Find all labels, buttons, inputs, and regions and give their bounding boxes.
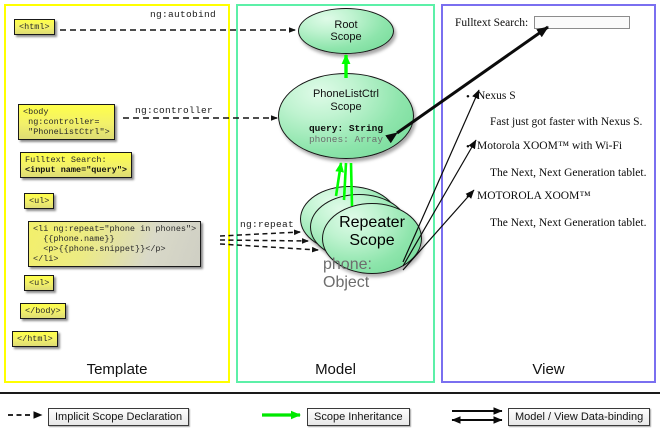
view-phone-snippet-0: Fast just got faster with Nexus S. (490, 116, 643, 128)
view-search-row: Fulltext Search: (455, 16, 631, 29)
scope-repeater-title-1: Repeater (339, 214, 405, 231)
scope-ctrl-title-2: Scope (330, 100, 362, 113)
bullet-icon: • (466, 191, 470, 203)
code-box-html-close: </html> (12, 331, 58, 347)
connector-label-controller: ng:controller (135, 105, 214, 116)
code-box-body-close: </body> (20, 303, 66, 319)
code-box-body-open: <body ng:controller= "PhoneListCtrl"> (18, 104, 115, 140)
scope-repeater-title-2: Scope (349, 232, 395, 249)
scope-phonelistctrl: PhoneListCtrl Scope query: String phones… (278, 73, 414, 159)
code-box-ul-open: <ul> (24, 193, 55, 209)
scope-root-title-2: Scope (330, 31, 362, 43)
view-rendered-app: Fulltext Search: • Nexus S Fast just got… (449, 12, 649, 232)
view-search-input[interactable] (534, 16, 631, 29)
scope-ctrl-title-1: PhoneListCtrl (312, 88, 380, 100)
view-phone-name-text-0: Nexus S (477, 90, 516, 102)
scope-root: Root Scope (298, 8, 394, 54)
code-box-html-open: <html> (14, 19, 55, 35)
view-phone-name-1: • Motorola XOOM™ with Wi-Fi (466, 140, 623, 153)
view-phone-snippet-1: The Next, Next Generation tablet. (490, 167, 647, 179)
code-box-li-repeat: <li ng:repeat="phone in phones"> {{phone… (28, 221, 202, 267)
panel-label-view: View (532, 361, 565, 378)
scope-repeater-stack: Repeater Scope phone: Object (300, 186, 422, 291)
legend-label-scope-inheritance: Scope Inheritance (307, 408, 410, 426)
legend-divider (0, 392, 660, 394)
scope-repeater-field-phone: phone: Object (323, 256, 372, 291)
view-phone-name-2: • MOTOROLA XOOM™ (466, 190, 591, 203)
code-box-search-input: Fulltext Search: <input name="query"> (20, 152, 133, 178)
scope-root-title-1: Root (334, 18, 358, 31)
view-phone-name-text-1: Motorola XOOM™ with Wi-Fi (477, 140, 623, 152)
bullet-icon: • (466, 141, 470, 153)
legend-label-data-binding: Model / View Data-binding (508, 408, 651, 426)
connector-label-repeat: ng:repeat (240, 219, 295, 230)
scope-ctrl-field-query: query: String (308, 123, 384, 134)
legend-label-implicit-scope-declaration: Implicit Scope Declaration (48, 408, 190, 426)
connector-label-autobind: ng:autobind (150, 9, 217, 20)
legend-arrow-databinding (451, 407, 503, 424)
search-box-input-tag: <input name="query"> (25, 165, 128, 175)
code-box-ul-close: <ul> (24, 275, 55, 291)
view-phone-snippet-2: The Next, Next Generation tablet. (490, 217, 647, 229)
panel-label-template: Template (86, 361, 148, 378)
view-phone-name-text-2: MOTOROLA XOOM™ (477, 190, 591, 202)
scope-repeater-front: Repeater Scope phone: Object (322, 203, 422, 291)
view-phone-name-0: • Nexus S (466, 90, 516, 103)
view-search-label: Fulltext Search: (455, 16, 529, 29)
search-box-label: Fulltext Search: (25, 155, 107, 165)
scope-ctrl-field-phones: phones: Array (308, 134, 384, 145)
bullet-icon: • (466, 91, 470, 103)
panel-label-model: Model (315, 361, 356, 378)
